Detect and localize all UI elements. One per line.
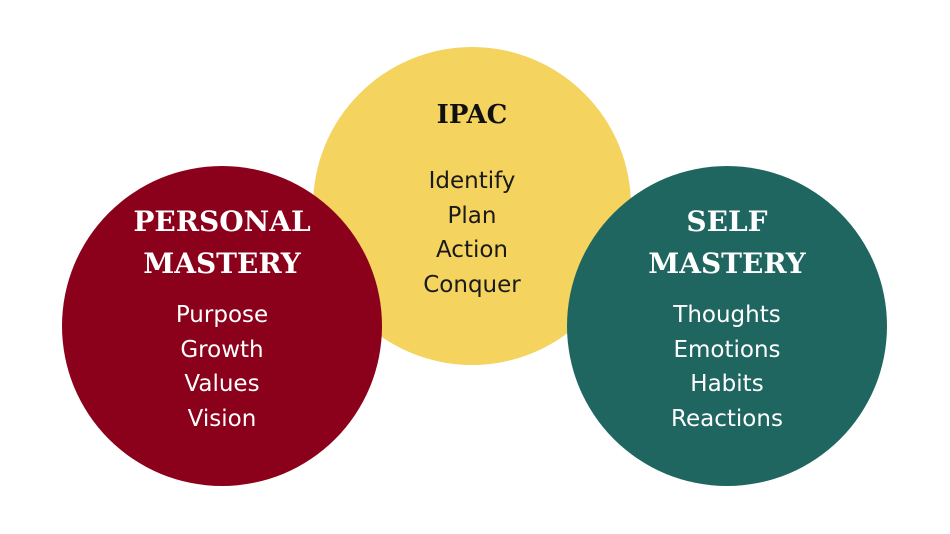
ipac-item-identify: Identify <box>428 168 516 194</box>
personal-mastery-title: PERSONAL MASTERY <box>62 201 382 285</box>
ipac-item-conquer: Conquer <box>423 271 521 298</box>
self-item-habits: Habits <box>690 371 764 397</box>
personal-mastery-title-line-1: PERSONAL <box>133 205 311 238</box>
personal-mastery-items: Purpose Growth Values Vision <box>62 298 382 436</box>
ipac-items: Identify Plan Action Conquer <box>313 164 631 302</box>
personal-item-values: Values <box>184 371 260 397</box>
self-mastery-title-line-1: SELF <box>686 205 768 238</box>
personal-item-purpose: Purpose <box>175 302 269 328</box>
self-mastery-title: SELF MASTERY <box>567 201 887 285</box>
personal-item-growth: Growth <box>180 336 264 363</box>
self-mastery-title-line-2: MASTERY <box>648 247 806 280</box>
self-item-thoughts: Thoughts <box>673 302 781 328</box>
ipac-item-action: Action <box>435 237 509 263</box>
self-mastery-circle: SELF MASTERY Thoughts Emotions Habits Re… <box>567 166 887 486</box>
personal-mastery-circle: PERSONAL MASTERY Purpose Growth Values V… <box>62 166 382 486</box>
ipac-title: IPAC <box>436 100 508 130</box>
ipac-item-plan: Plan <box>447 202 497 229</box>
self-mastery-items: Thoughts Emotions Habits Reactions <box>567 298 887 436</box>
personal-mastery-title-line-2: MASTERY <box>143 247 301 280</box>
self-item-reactions: Reactions <box>671 405 783 432</box>
personal-item-vision: Vision <box>187 405 257 432</box>
self-item-emotions: Emotions <box>673 336 781 363</box>
